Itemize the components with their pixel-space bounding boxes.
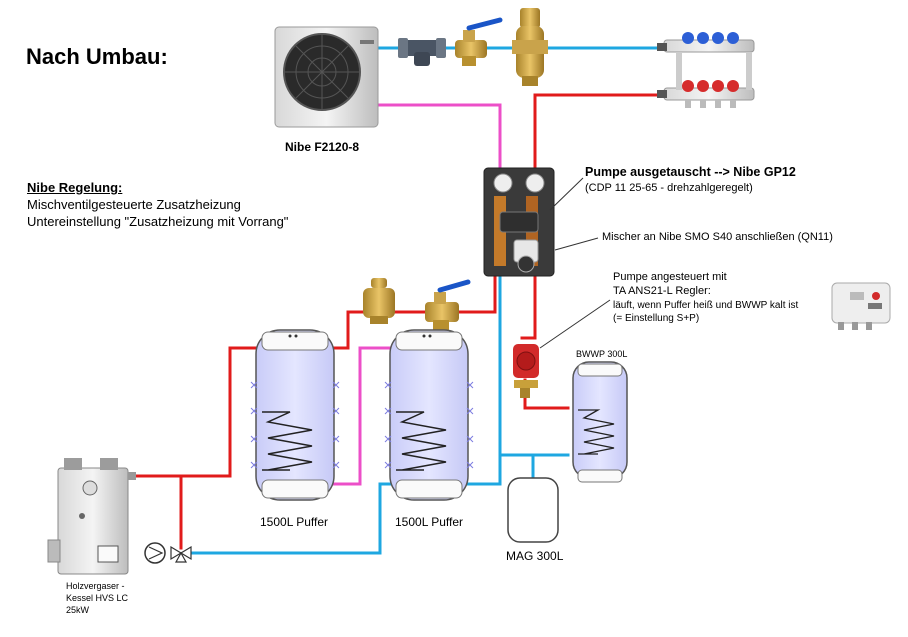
- pipe-manifold-return: [533, 93, 662, 172]
- note-pump-replaced: Pumpe ausgetauscht --> Nibe GP12: [585, 165, 796, 179]
- buffer1-label: 1500L Puffer: [260, 515, 329, 529]
- strainer-valve: [398, 38, 446, 66]
- boiler-pump: [144, 542, 166, 564]
- mag-label: MAG 300L: [506, 549, 564, 563]
- air-separator: [512, 8, 548, 86]
- page-title: Nach Umbau:: [26, 44, 168, 69]
- heat-pump-unit: [274, 26, 379, 128]
- ball-valve-top: [455, 17, 503, 66]
- buffer2-label: 1500L Puffer: [395, 515, 464, 529]
- regelung-heading: Nibe Regelung:: [27, 180, 123, 195]
- ball-valve-mid: [425, 279, 471, 330]
- pump-mixer-group: [483, 167, 555, 277]
- thermal-valve: [170, 545, 192, 563]
- floor-heating-manifold: [657, 32, 755, 108]
- bwwp-label: BWWP 300L: [576, 349, 628, 359]
- wood-boiler: [47, 458, 136, 575]
- expansion-vessel: [507, 477, 559, 543]
- heat-pump-label: Nibe F2120-8: [285, 140, 360, 154]
- note-pump-ctrl-2: TA ANS21-L Regler:: [613, 285, 711, 297]
- regelung-line-1: Mischventilgesteuerte Zusatzheizung: [27, 197, 241, 212]
- pipes: [135, 46, 670, 555]
- boiler-label-2: Kessel HVS LC: [66, 593, 129, 603]
- note-pump-ctrl-3: läuft, wenn Puffer heiß und BWWP kalt is…: [613, 300, 799, 311]
- bwwp-tank: [572, 361, 628, 483]
- buffer-tank-1: [250, 329, 340, 501]
- air-vent-valve: [363, 278, 395, 324]
- note-pump-ctrl-1: Pumpe angesteuert mit: [613, 271, 727, 283]
- pipe-return-buffer2: [466, 274, 502, 486]
- boiler-label-3: 25kW: [66, 605, 90, 615]
- pipe-boiler-supply: [135, 346, 258, 478]
- controller-box: [831, 282, 891, 330]
- note-mixer: Mischer an Nibe SMO S40 anschließen (QN1…: [602, 231, 833, 243]
- circulation-pump: [513, 344, 539, 398]
- buffer-tank-2: [384, 329, 474, 501]
- pipe-mixer-to-pump: [520, 274, 537, 340]
- note-pump-old: (CDP 11 25-65 - drehzahlgeregelt): [585, 182, 753, 194]
- regelung-line-2: Untereinstellung "Zusatzheizung mit Vorr…: [27, 214, 289, 229]
- pipe-valve-to-mixer: [453, 274, 497, 314]
- pipe-return-boiler: [186, 482, 392, 555]
- pointer-lines: [539, 177, 611, 349]
- pipe-hp-return: [378, 103, 502, 170]
- pipe-buffer-link: [332, 346, 392, 486]
- note-pump-ctrl-4: (= Einstellung S+P): [613, 313, 700, 324]
- boiler-label-1: Holzvergaser -: [66, 581, 125, 591]
